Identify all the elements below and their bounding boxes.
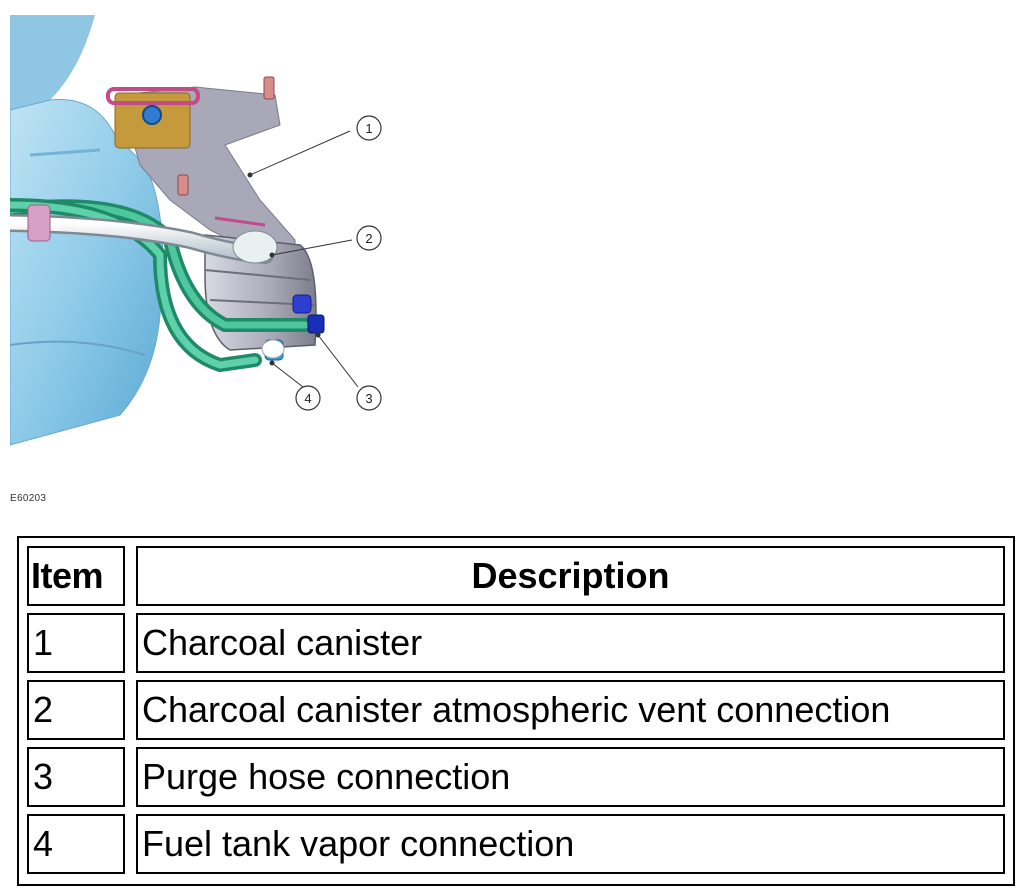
svg-text:4: 4 bbox=[304, 391, 311, 406]
callout-1: 1 bbox=[356, 115, 382, 141]
charcoal-canister-illustration: 1 2 3 4 bbox=[10, 15, 382, 446]
leader-lines bbox=[247, 130, 359, 388]
table-row-description: Charcoal canister atmospheric vent conne… bbox=[136, 680, 1005, 740]
svg-text:1: 1 bbox=[365, 121, 372, 136]
vent-hose-shape bbox=[10, 204, 278, 264]
table-row-item: 1 bbox=[27, 613, 125, 673]
table-row-item: 3 bbox=[27, 747, 125, 807]
svg-text:3: 3 bbox=[365, 391, 372, 406]
legend-table: Item Description 1 Charcoal canister 2 C… bbox=[17, 536, 1015, 886]
blue-connectors-shape bbox=[261, 294, 325, 361]
table-row-description: Purge hose connection bbox=[136, 747, 1005, 807]
table-header-item: Item bbox=[27, 546, 125, 606]
table-row-description: Fuel tank vapor connection bbox=[136, 814, 1005, 874]
figure-code: E60203 bbox=[10, 493, 47, 504]
table-header-description: Description bbox=[136, 546, 1005, 606]
callout-2: 2 bbox=[356, 225, 382, 251]
table-row-item: 4 bbox=[27, 814, 125, 874]
callout-4: 4 bbox=[295, 385, 321, 411]
table-row-item: 2 bbox=[27, 680, 125, 740]
mounting-bracket-shape bbox=[106, 76, 296, 261]
svg-text:2: 2 bbox=[365, 231, 372, 246]
fuel-tank-shape bbox=[10, 15, 164, 446]
callout-3: 3 bbox=[356, 385, 382, 411]
table-row-description: Charcoal canister bbox=[136, 613, 1005, 673]
